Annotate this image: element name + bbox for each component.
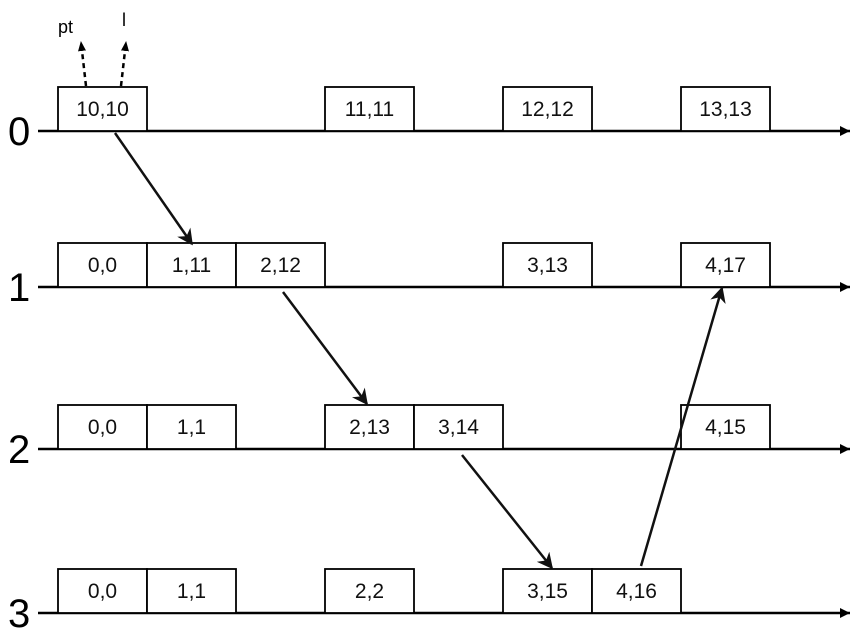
process-0-timeline: 0 10,10 11,11 12,12 13,13 — [8, 86, 850, 154]
event-timestamp: 10,10 — [76, 98, 129, 121]
event-box: 1,11 — [146, 242, 237, 288]
process-3-timeline: 3 0,0 1,1 2,2 3,15 4,16 — [8, 568, 850, 636]
process-label: 0 — [8, 110, 30, 154]
event-timestamp: 2,2 — [355, 580, 384, 603]
process-label: 3 — [8, 592, 30, 636]
event-timestamp: 1,1 — [177, 416, 206, 439]
event-box: 2,13 — [324, 404, 415, 450]
event-box-border — [324, 86, 415, 132]
event-box: 0,0 — [57, 568, 148, 614]
event-box: 4,17 — [680, 242, 771, 288]
event-timestamp: 0,0 — [88, 580, 117, 603]
event-box: 3,14 — [413, 404, 504, 450]
event-box-border — [146, 242, 237, 288]
event-timestamp: 2,13 — [349, 416, 390, 439]
l-pointer-arrow — [119, 41, 129, 87]
event-timestamp: 2,12 — [260, 254, 301, 277]
event-box-border — [57, 404, 148, 450]
message-arrows — [113, 132, 726, 570]
event-box-border — [324, 404, 415, 450]
message-arrow-p3-to-p1 — [639, 286, 726, 567]
pt-pointer-arrow — [78, 41, 88, 87]
event-timestamp: 1,11 — [172, 254, 211, 277]
event-timestamp: 0,0 — [88, 254, 117, 277]
event-box: 0,0 — [57, 242, 148, 288]
event-timestamp: 11,11 — [345, 98, 394, 121]
event-box: 11,11 — [324, 86, 415, 132]
event-box-border — [502, 242, 593, 288]
process-label: 2 — [8, 428, 30, 472]
event-timestamp: 13,13 — [699, 98, 752, 121]
event-timestamp: 0,0 — [88, 416, 117, 439]
process-2-timeline: 2 0,0 1,1 2,13 3,14 4,15 — [8, 404, 850, 472]
event-box-border — [57, 86, 148, 132]
event-box-border — [591, 568, 682, 614]
event-box-border — [146, 404, 237, 450]
event-box: 4,15 — [680, 404, 771, 450]
event-box-border — [146, 568, 237, 614]
event-timestamp: 4,15 — [705, 416, 746, 439]
event-box: 1,1 — [146, 568, 237, 614]
event-box-border — [680, 404, 771, 450]
event-timestamp: 12,12 — [521, 98, 574, 121]
event-timestamp: 4,16 — [616, 580, 657, 603]
event-timestamp: 3,14 — [438, 416, 479, 439]
event-timestamp: 3,13 — [527, 254, 568, 277]
event-box: 3,15 — [502, 568, 593, 614]
event-box: 0,0 — [57, 404, 148, 450]
event-box: 2,12 — [235, 242, 326, 288]
event-box: 1,1 — [146, 404, 237, 450]
message-arrow-p1-to-p2 — [282, 291, 368, 406]
event-box-border — [324, 568, 415, 614]
message-arrow-p0-to-p1 — [113, 132, 194, 246]
event-box: 13,13 — [680, 86, 771, 132]
event-box: 12,12 — [502, 86, 593, 132]
message-arrow-p2-to-p3 — [461, 454, 553, 570]
event-box: 2,2 — [324, 568, 415, 614]
process-label: 1 — [8, 266, 30, 310]
process-timelines: 0 10,10 11,11 12,12 13,13 1 0,0 1,11 2,12 3,13 4,1… — [8, 86, 850, 636]
legend: pt l — [58, 10, 129, 87]
event-box-border — [413, 404, 504, 450]
event-timestamp: 3,15 — [527, 580, 568, 603]
event-box: 3,13 — [502, 242, 593, 288]
event-box: 4,16 — [591, 568, 682, 614]
event-timestamp: 4,17 — [705, 254, 746, 277]
event-box-border — [680, 86, 771, 132]
l-label: l — [122, 10, 126, 30]
event-box-border — [235, 242, 326, 288]
process-1-timeline: 1 0,0 1,11 2,12 3,13 4,17 — [8, 242, 850, 310]
event-box-border — [502, 86, 593, 132]
pt-label: pt — [58, 17, 73, 37]
event-box-border — [502, 568, 593, 614]
event-timestamp: 1,1 — [177, 580, 206, 603]
event-box: 10,10 — [57, 86, 148, 132]
